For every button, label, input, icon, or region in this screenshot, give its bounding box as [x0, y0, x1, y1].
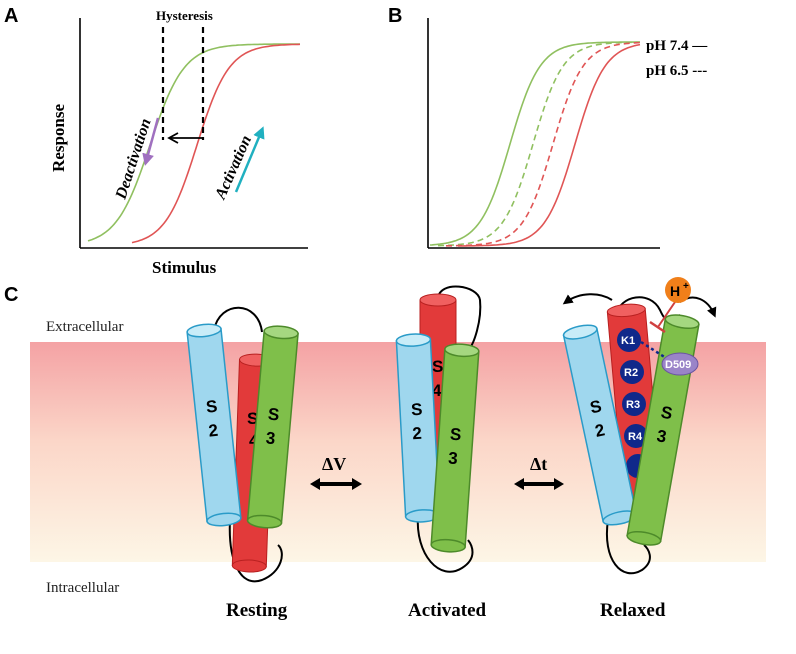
intracellular-label: Intracellular [46, 580, 119, 596]
resting-s2-helix: S 2 [186, 323, 242, 527]
activated-bottom-loop [416, 514, 474, 573]
green-curve-ph65 [438, 41, 640, 247]
activated-s2-number: 2 [412, 424, 422, 443]
y-axis-title: Response [49, 104, 68, 172]
salt-bridge-line [640, 340, 667, 360]
svg-text:R2: R2 [624, 367, 638, 379]
activated-s3-number: 3 [448, 449, 459, 469]
delta-v-arrow-right-head [352, 478, 362, 490]
activated-s2-helix: S 2 [395, 333, 441, 523]
delta-t-arrow-right-head [554, 478, 564, 490]
svg-text:R4: R4 [628, 431, 643, 443]
panel-c-letter: C [4, 284, 18, 306]
hysteresis-label: Hysteresis [156, 8, 213, 23]
red-curve-ph65 [446, 41, 641, 247]
panel-c: C Extracellular Intracellular S 2 S [4, 277, 766, 621]
proton-inhibitor: H + [649, 277, 691, 334]
svg-text:K1: K1 [621, 335, 635, 347]
activated-top-loop [437, 285, 482, 351]
green-curve-ph74 [429, 41, 640, 246]
delta-t-arrow-group: Δt [514, 454, 564, 490]
x-axis-title: Stimulus [152, 258, 217, 277]
svg-text:R3: R3 [626, 399, 640, 411]
activated-s2-letter: S [411, 400, 423, 420]
relaxed-s3-number: 3 [655, 426, 668, 446]
delta-t-arrow-left-head [514, 478, 524, 490]
deactivation-curve [87, 43, 300, 242]
panel-b-letter: B [388, 5, 402, 27]
relaxed-bottom-loop [605, 519, 651, 575]
residue-r4: R4 [624, 424, 648, 448]
resting-s2-number: 2 [208, 421, 219, 441]
activation-label: Activation [212, 133, 255, 203]
resting-state: S 2 S 4 S 3 Resting [186, 306, 299, 621]
relaxed-s2-helix: S 2 [562, 324, 638, 526]
activated-s4-letter: S [432, 357, 443, 376]
proton-charge: + [683, 281, 689, 292]
resting-label: Resting [226, 600, 288, 621]
proton-circle [665, 277, 691, 303]
relaxed-s3-letter: S [659, 403, 673, 424]
resting-s2-letter: S [205, 397, 218, 417]
activated-s4-number: 4 [432, 381, 442, 400]
resting-s3-letter: S [267, 405, 280, 425]
delta-t-label: Δt [530, 454, 547, 474]
resting-s4-letter: S [247, 409, 258, 428]
delta-v-arrow-left-head [310, 478, 320, 490]
relaxed-s2-letter: S [588, 397, 603, 418]
legend-ph74: pH 7.4 — [646, 38, 708, 54]
relaxed-state: K1 R2 R3 R4 S 2 [562, 277, 717, 621]
d509-label: D509 [665, 359, 691, 371]
residue-r3: R3 [622, 392, 646, 416]
panel-a-letter: A [4, 5, 18, 27]
legend-ph65: pH 6.5 --- [646, 63, 707, 79]
d509-residue: D509 [661, 352, 699, 376]
relaxed-left-motion-arrow [562, 293, 613, 305]
resting-s3-number: 3 [265, 428, 276, 448]
resting-top-loop [213, 306, 263, 333]
inhibition-line [657, 301, 676, 328]
delta-v-label: ΔV [322, 454, 346, 474]
residue-k1: K1 [617, 328, 641, 352]
resting-bottom-loop [228, 519, 283, 583]
activated-state: S 4 S 2 S 3 Activated [395, 285, 487, 621]
proton-label: H [670, 283, 680, 299]
relaxed-label: Relaxed [600, 600, 666, 621]
relaxed-s2-number: 2 [593, 420, 606, 441]
activation-curve [131, 43, 301, 244]
red-curve-ph74 [458, 43, 641, 247]
deactivation-arrow [142, 117, 160, 166]
activated-s3-letter: S [449, 425, 462, 445]
panel-b: B pH 7.4 — pH 6.5 --- [388, 5, 708, 249]
activated-label: Activated [408, 600, 487, 621]
extracellular-label: Extracellular [46, 319, 123, 335]
panel-a: A Hysteresis Deactivation Activation Res… [4, 5, 308, 277]
activation-arrow [234, 126, 265, 193]
inhibition-bar [649, 320, 666, 334]
residue-r2: R2 [620, 360, 644, 384]
delta-v-arrow-group: ΔV [310, 454, 362, 490]
resting-s3-helix: S 3 [246, 325, 299, 529]
activated-s3-helix: S 3 [430, 343, 480, 553]
